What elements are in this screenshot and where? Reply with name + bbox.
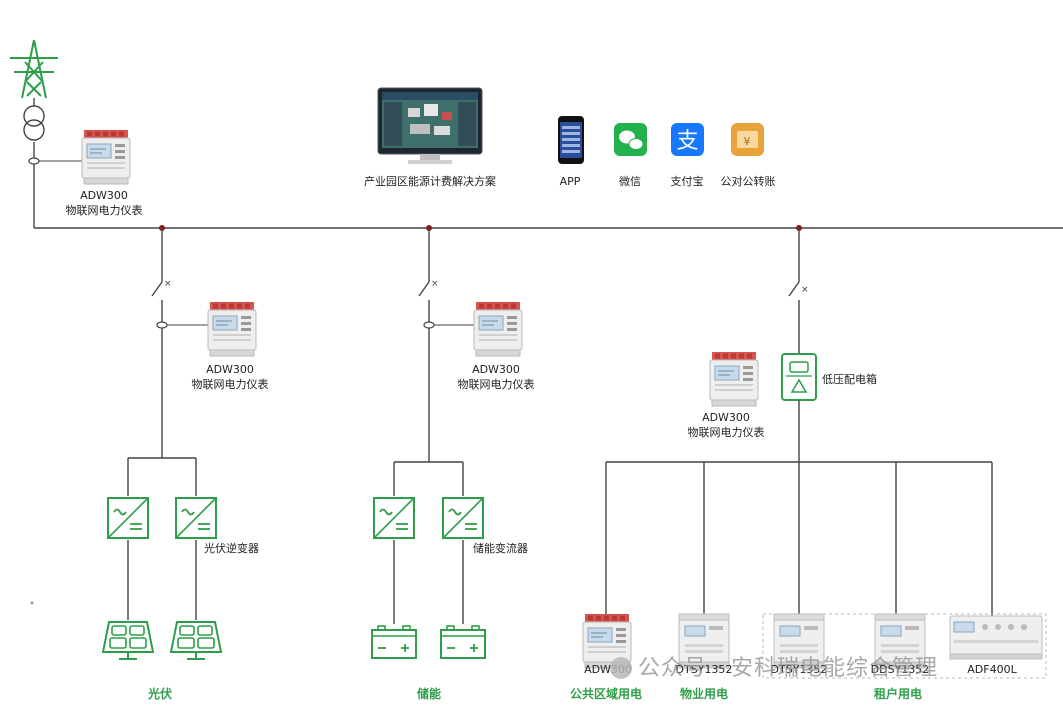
svg-text:支: 支	[676, 129, 698, 154]
payment-label-wechat: 微信	[619, 175, 641, 188]
payment-label-transfer: 公对公转账	[720, 175, 776, 188]
load-meter-model: ADW300	[702, 411, 750, 424]
load-breaker-switch	[788, 281, 800, 297]
storage-meter-model: ADW300	[472, 363, 520, 376]
battery-icon-1	[371, 625, 417, 659]
watermark-logo-icon	[610, 657, 632, 679]
bank-transfer-icon: ¥	[731, 123, 764, 156]
storage-meter-desc: 物联网电力仪表	[457, 378, 535, 391]
grid-meter-icon	[81, 129, 131, 185]
device-label-4: DDSY1352	[870, 663, 930, 676]
storage-breaker-switch	[418, 281, 430, 297]
grid-meter-label: ADW300 物联网电力仪表	[54, 188, 154, 218]
battery-icon-2	[440, 625, 486, 659]
solar-panel-icon-2	[170, 621, 222, 660]
svg-text:×: ×	[164, 279, 172, 289]
wechat-icon	[614, 123, 647, 156]
pv-meter-icon	[207, 301, 257, 357]
device-label-2: DTSY1352	[675, 663, 733, 676]
pv-meter-desc: 物联网电力仪表	[191, 378, 269, 391]
svg-text:¥: ¥	[744, 135, 751, 148]
distribution-box-label: 低压配电箱	[822, 373, 877, 386]
tenant-group-frame	[762, 613, 1047, 679]
monitor-icon	[377, 87, 483, 164]
pv-inverter-icon-1	[107, 497, 149, 539]
app-phone-icon	[558, 116, 584, 164]
storage-meter-icon	[473, 301, 523, 357]
payment-label-alipay: 支付宝	[670, 175, 704, 188]
grid-meter-model: ADW300	[80, 189, 128, 202]
load-meter-label: ADW300 物联网电力仪表	[676, 410, 776, 440]
current-transformer-icon	[28, 157, 40, 165]
svg-text:×: ×	[801, 285, 809, 295]
property-category: 物业用电	[679, 687, 728, 701]
watermark: 公众号 · 安科瑞电能综合管理	[610, 650, 938, 682]
storage-category-label: 储能	[416, 687, 441, 701]
public-area-category: 公共区域用电	[569, 687, 642, 701]
pv-inverter-icon-2	[175, 497, 217, 539]
storage-meter-label: ADW300 物联网电力仪表	[446, 362, 546, 392]
transformer-icon	[23, 105, 45, 141]
device-label-5: ADF400L	[967, 663, 1017, 676]
alipay-icon: 支	[671, 123, 704, 156]
pv-inverter-label: 光伏逆变器	[204, 542, 259, 555]
watermark-text: 公众号 · 安科瑞电能综合管理	[638, 656, 938, 681]
pv-meter-label: ADW300 物联网电力仪表	[180, 362, 280, 392]
storage-converter-icon-2	[442, 497, 484, 539]
distribution-box-icon	[781, 353, 817, 401]
grid-meter-desc: 物联网电力仪表	[65, 204, 143, 217]
transmission-tower-icon	[10, 39, 58, 99]
platform-label: 产业园区能源计费解决方案	[364, 175, 496, 188]
storage-converter-icon-1	[373, 497, 415, 539]
load-meter-desc: 物联网电力仪表	[687, 426, 765, 439]
solar-panel-icon-1	[102, 621, 154, 660]
payment-label-app: APP	[559, 175, 581, 188]
pv-breaker-switch	[151, 281, 163, 297]
device-icon-5	[949, 615, 1043, 660]
pv-meter-model: ADW300	[206, 363, 254, 376]
device-label-3: DTSY1352	[770, 663, 828, 676]
svg-text:×: ×	[431, 279, 439, 289]
load-meter-icon	[709, 351, 759, 407]
pv-category-label: 光伏	[147, 687, 172, 701]
storage-converter-label: 储能变流器	[473, 542, 528, 555]
tenant-category: 租户用电	[873, 687, 922, 701]
